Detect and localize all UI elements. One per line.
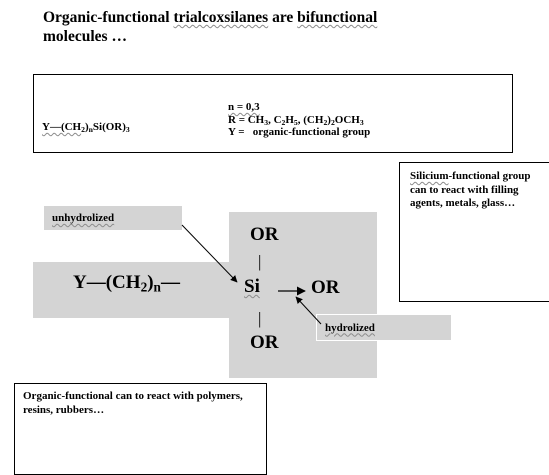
r-part: , C: [268, 113, 282, 126]
or-top: OR: [250, 224, 279, 245]
y-chain-part: ): [147, 272, 154, 293]
title-text: Organic-functional: [43, 9, 174, 26]
y-definition: Y = organic-functional group: [228, 126, 371, 138]
y-chain-bond: —: [160, 272, 180, 293]
y-chain-background: [33, 262, 229, 318]
silicium-note: Silicium-functional group can to react w…: [399, 162, 549, 302]
r-sub: 2: [281, 117, 286, 127]
hydrolized-text: hydrolized: [325, 321, 375, 334]
formula-part: ): [84, 121, 89, 133]
bond-top: |: [258, 252, 262, 271]
formula-sub: 2: [81, 124, 85, 134]
hydrolized-label: hydrolized: [316, 314, 452, 341]
n-definition-text: n = 0,3: [228, 101, 260, 113]
slide-title: Organic-functional trialcoxsilanes are b…: [43, 8, 377, 46]
or-right: OR: [311, 277, 340, 298]
formula-sub: 3: [125, 124, 130, 134]
y-chain-formula: Y—(CH2)n—: [73, 272, 180, 294]
y-chain-sub: n: [153, 279, 161, 295]
n-definition: n = 0,3: [228, 101, 370, 114]
organic-note-text: Organic-functional can to react with pol…: [23, 390, 243, 416]
title-text: are: [268, 9, 298, 26]
r-part: OCH: [334, 113, 360, 126]
y-chain-part: Y—(CH: [73, 272, 141, 293]
r-part: R = CH: [228, 113, 265, 126]
title-word-trialcoxsilanes: trialcoxsilanes: [173, 9, 269, 26]
formula-definitions: n = 0,3 R = CH3, C2H5, (CH2)2OCH3 Y = or…: [228, 101, 370, 139]
r-sub: 2: [330, 117, 335, 127]
title-word-bifunctional: bifunctional: [297, 9, 378, 26]
arrow-unhydrolized: [181, 224, 238, 283]
or-bottom: OR: [250, 332, 279, 353]
silicium-word: Silicium: [410, 170, 449, 182]
bond-bottom: |: [258, 309, 262, 328]
arrow-hydrolized: [295, 296, 322, 325]
title-line-2: molecules …: [43, 28, 127, 45]
y-chain-sub: 2: [140, 279, 148, 295]
si-text: Si: [244, 276, 260, 297]
r-sub: 2: [323, 117, 328, 127]
r-sub: 3: [264, 117, 269, 127]
formula-box: Y—(CH2)nSi(OR)3 n = 0,3 R = CH3, C2H5, (…: [33, 74, 513, 153]
r-definition: R = CH3, C2H5, (CH2)2OCH3: [228, 114, 370, 127]
r-sub: 3: [359, 117, 364, 127]
formula-sub: n: [88, 124, 93, 134]
r-sub: 5: [293, 117, 298, 127]
unhydrolized-text: unhydrolized: [52, 212, 115, 224]
r-part: , (CH: [297, 113, 324, 126]
unhydrolized-label: unhydrolized: [44, 206, 182, 230]
formula-part: Si(OR): [92, 121, 126, 133]
r-part: ): [327, 113, 331, 126]
formula-part: Y—(CH: [42, 121, 82, 133]
title-line-1: Organic-functional trialcoxsilanes are b…: [43, 8, 377, 27]
si-atom: Si: [244, 276, 260, 298]
organic-note: Organic-functional can to react with pol…: [14, 383, 267, 475]
r-part: H: [285, 113, 294, 126]
silicium-note-text: -functional group can to react with fill…: [410, 170, 531, 209]
general-formula: Y—(CH2)nSi(OR)3: [42, 121, 130, 133]
